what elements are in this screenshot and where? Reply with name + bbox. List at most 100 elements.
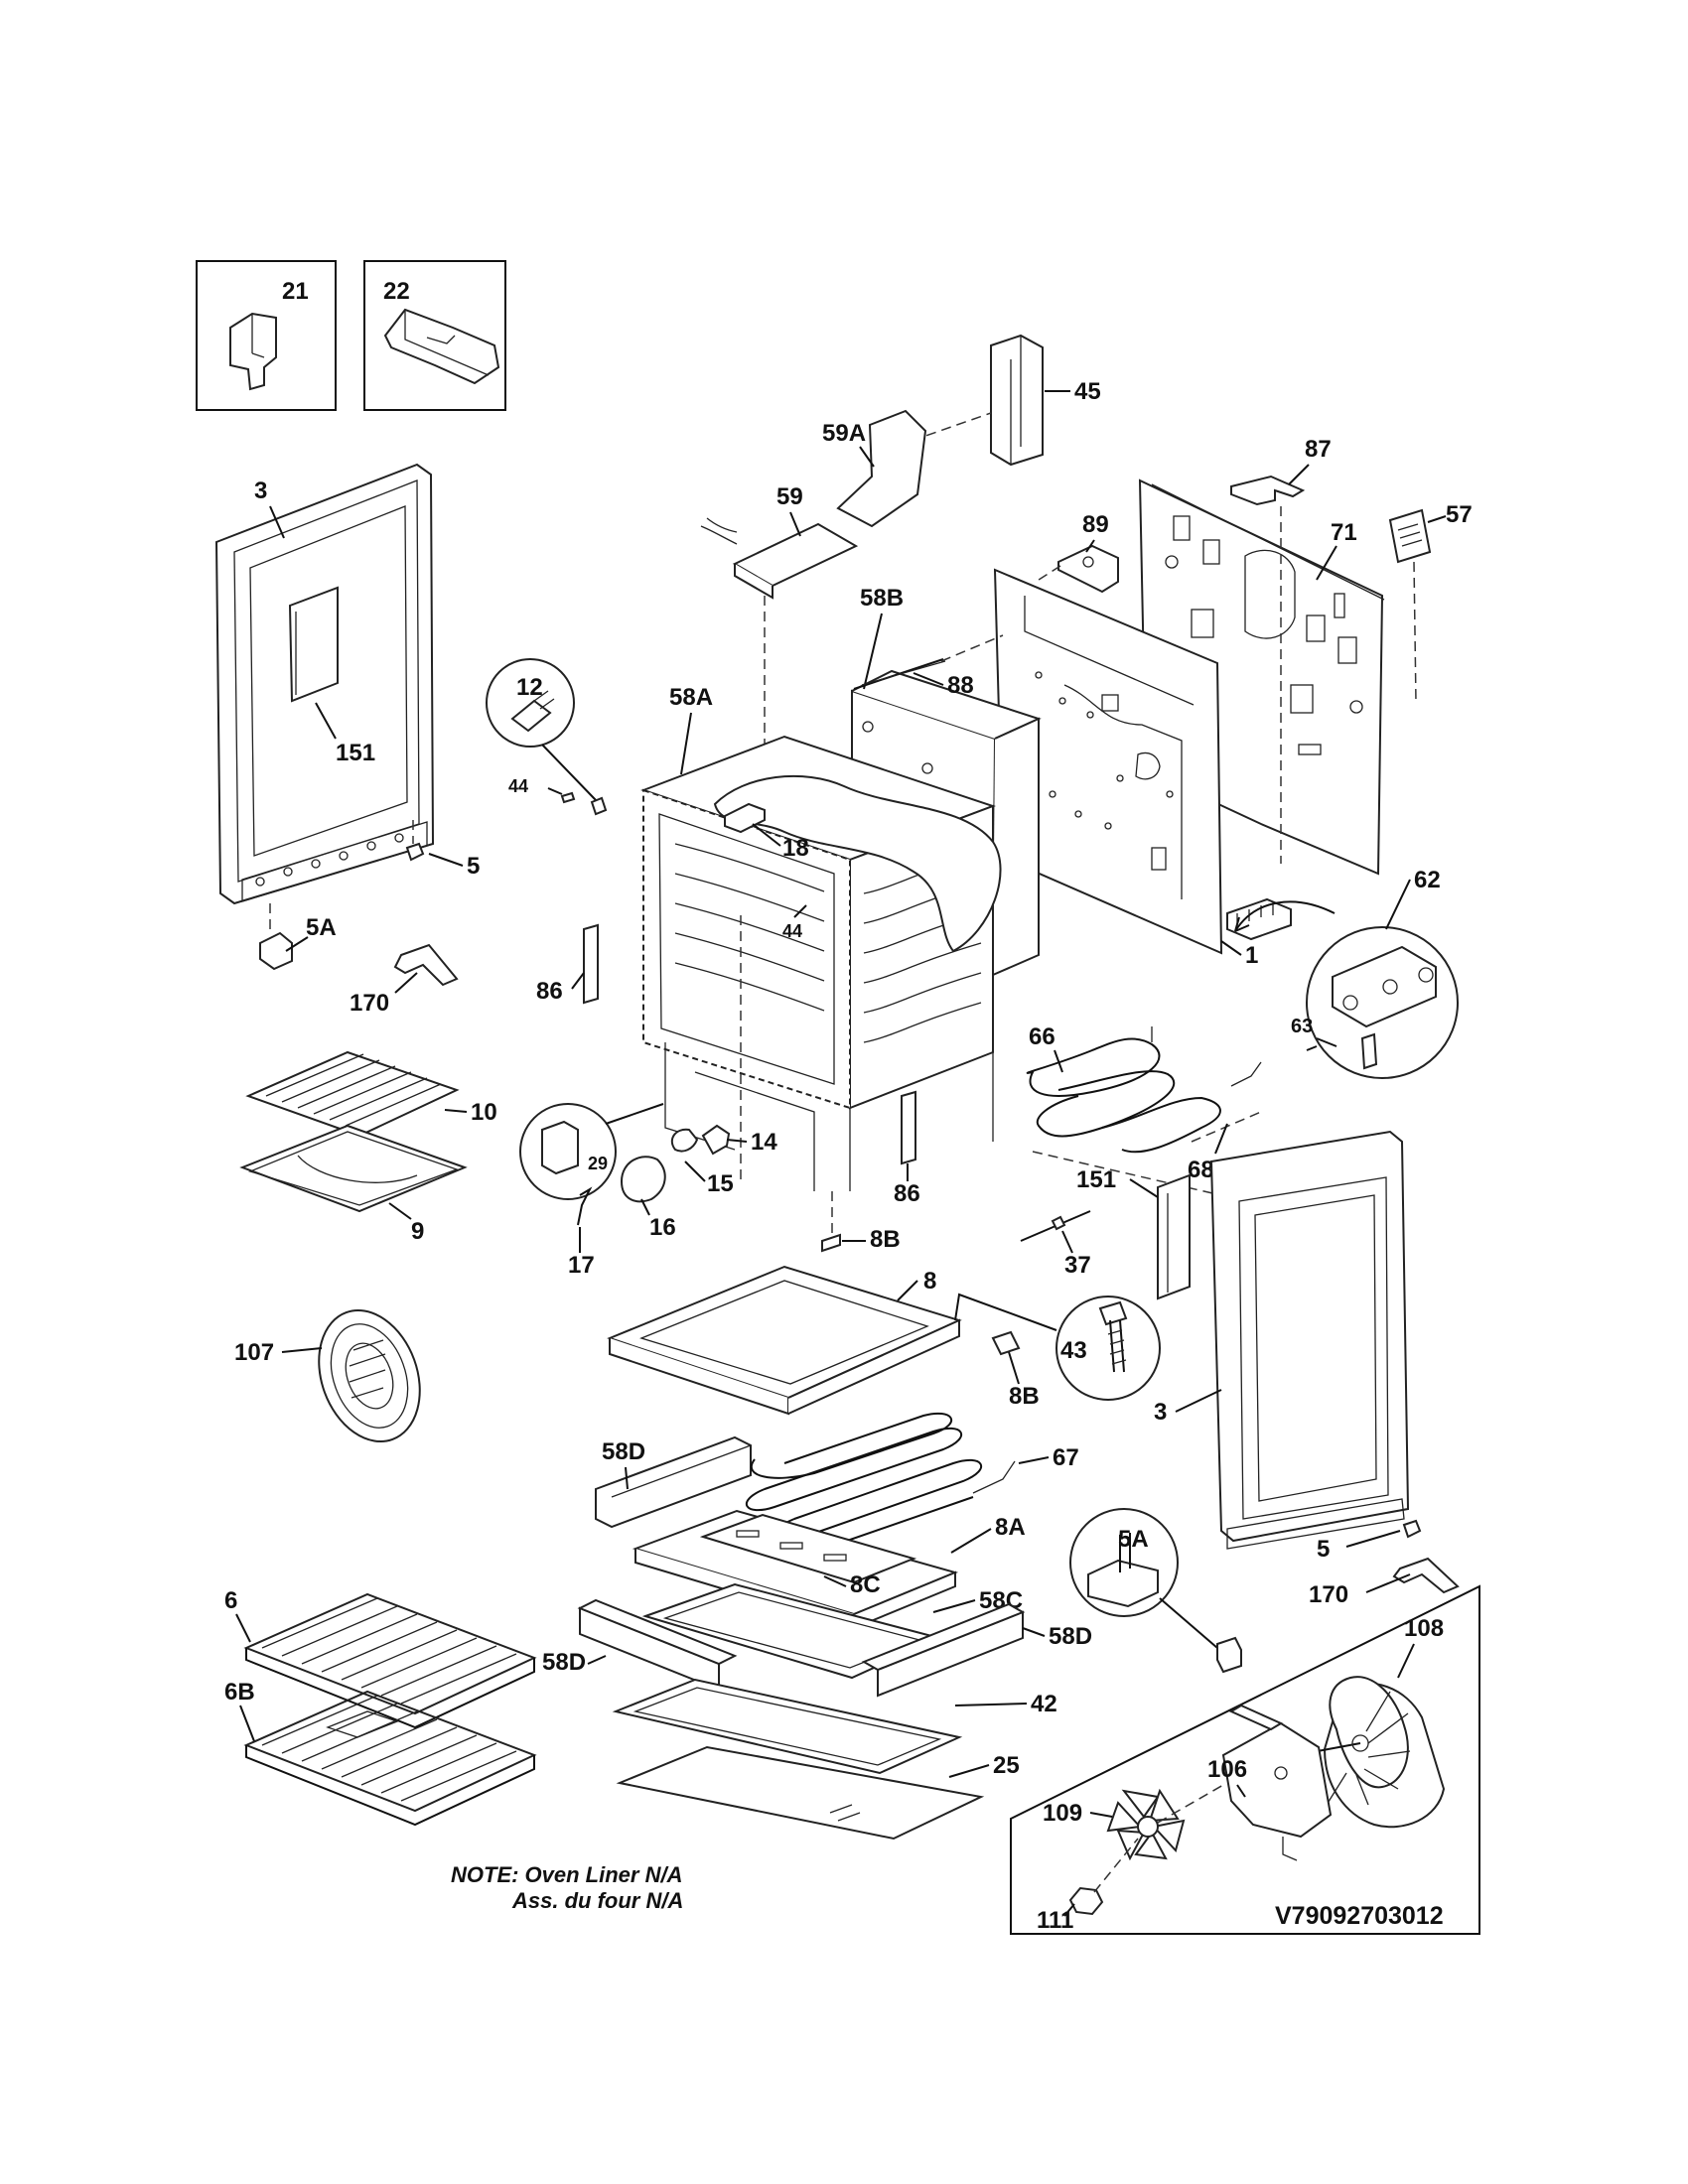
label-43: 43 xyxy=(1060,1337,1087,1364)
label-17: 17 xyxy=(568,1252,595,1279)
label-8a: 8A xyxy=(995,1514,1026,1541)
label-6b: 6B xyxy=(224,1679,255,1706)
cover-plate-87 xyxy=(1230,475,1306,506)
label-86-left: 86 xyxy=(536,978,563,1005)
label-8b-upper: 8B xyxy=(870,1226,901,1253)
label-12: 12 xyxy=(516,674,543,701)
label-89: 89 xyxy=(1082,511,1109,538)
broiler-pan-10 xyxy=(239,1050,468,1213)
label-21: 21 xyxy=(282,278,309,305)
leveling-leg-left xyxy=(259,820,459,987)
label-62: 62 xyxy=(1414,867,1441,893)
label-107: 107 xyxy=(234,1339,274,1366)
label-71: 71 xyxy=(1331,519,1357,546)
label-3-top: 3 xyxy=(254,478,267,504)
label-57: 57 xyxy=(1446,501,1473,528)
clip-8b-lower xyxy=(991,1330,1021,1356)
label-25: 25 xyxy=(993,1752,1020,1779)
label-58d-left: 58D xyxy=(542,1649,586,1676)
label-1: 1 xyxy=(1245,942,1258,969)
label-10: 10 xyxy=(471,1099,497,1126)
label-37: 37 xyxy=(1064,1252,1091,1279)
label-6: 6 xyxy=(224,1587,237,1614)
side-panel-right xyxy=(1209,1130,1410,1550)
label-151-right: 151 xyxy=(1076,1166,1116,1193)
label-5a-bottom: 5A xyxy=(1118,1526,1149,1553)
note-line-2: Ass. du four N/A xyxy=(511,1888,683,1913)
label-151-top: 151 xyxy=(336,740,375,766)
gasket-86-right xyxy=(901,1090,916,1165)
oven-cavity-58a xyxy=(640,735,1002,1191)
model-number: V79092703012 xyxy=(1275,1902,1444,1930)
sensor-37 xyxy=(1020,1210,1091,1242)
callout-29 xyxy=(519,1103,664,1200)
inset-part-22: 22 xyxy=(363,260,506,411)
plate-42 xyxy=(612,1678,963,1775)
label-42: 42 xyxy=(1031,1691,1057,1717)
cover-plate-57 xyxy=(1388,508,1432,564)
label-3-bottom: 3 xyxy=(1154,1399,1167,1426)
fan-blade-109 xyxy=(1106,1784,1224,1861)
label-44-upper: 44 xyxy=(508,776,528,796)
label-9: 9 xyxy=(411,1218,424,1245)
label-29: 29 xyxy=(588,1154,608,1173)
label-58d-top: 58D xyxy=(602,1438,645,1465)
terminal-block xyxy=(1226,897,1292,941)
label-58d-right: 58D xyxy=(1049,1623,1092,1650)
label-18: 18 xyxy=(782,835,809,862)
label-15: 15 xyxy=(707,1170,734,1197)
light-parts xyxy=(577,1124,731,1226)
label-5a-left: 5A xyxy=(306,914,337,941)
side-panel-left xyxy=(214,463,435,905)
fan-nut-111 xyxy=(1068,1838,1139,1916)
oven-rack-6b xyxy=(243,1690,537,1827)
callout-12 xyxy=(486,658,608,816)
label-5-left: 5 xyxy=(467,853,480,880)
label-88: 88 xyxy=(947,672,974,699)
fan-bracket-106 xyxy=(1221,1704,1333,1861)
vent-duct-45 xyxy=(990,334,1044,467)
callout-5a xyxy=(1069,1508,1242,1674)
label-59: 59 xyxy=(776,483,803,510)
inset-part-21: 21 xyxy=(196,260,337,411)
label-14: 14 xyxy=(751,1129,777,1156)
note-line-1: NOTE: Oven Liner N/A xyxy=(451,1862,682,1887)
label-66: 66 xyxy=(1029,1024,1055,1050)
control-board-59 xyxy=(700,517,859,600)
label-170-right: 170 xyxy=(1309,1581,1348,1608)
label-8: 8 xyxy=(923,1268,936,1295)
label-67: 67 xyxy=(1053,1444,1079,1471)
bracket-151-right xyxy=(1157,1173,1191,1300)
clip-8b-upper xyxy=(821,1233,841,1253)
label-44-lower: 44 xyxy=(782,921,802,941)
label-22: 22 xyxy=(383,278,410,305)
label-5-right: 5 xyxy=(1317,1536,1330,1563)
label-87: 87 xyxy=(1305,436,1332,463)
oven-rack-6 xyxy=(243,1592,537,1729)
fan-cover-107 xyxy=(318,1309,421,1442)
label-106: 106 xyxy=(1207,1756,1247,1783)
insulation-58d-right xyxy=(861,1602,1026,1698)
label-8b-lower: 8B xyxy=(1009,1383,1040,1410)
label-8c: 8C xyxy=(850,1571,881,1598)
fan-motor-108 xyxy=(1306,1676,1446,1829)
screw-44-upper xyxy=(560,791,576,804)
label-16: 16 xyxy=(649,1214,676,1241)
label-58a: 58A xyxy=(669,684,713,711)
label-58b: 58B xyxy=(860,585,904,612)
insulation-58d-left xyxy=(595,1435,752,1529)
leveling-leg-right xyxy=(1392,1519,1460,1594)
vent-duct-59a xyxy=(836,409,927,528)
label-86-right: 86 xyxy=(894,1180,920,1207)
label-109: 109 xyxy=(1043,1800,1082,1827)
oven-bottom-8 xyxy=(607,1265,962,1416)
label-108: 108 xyxy=(1404,1615,1444,1642)
callout-43 xyxy=(954,1293,1161,1401)
label-45: 45 xyxy=(1074,378,1101,405)
label-170-left: 170 xyxy=(350,990,389,1017)
plate-25 xyxy=(616,1745,985,1841)
label-63: 63 xyxy=(1291,1016,1313,1037)
label-59a: 59A xyxy=(822,420,866,447)
gasket-86-left xyxy=(583,923,599,1005)
